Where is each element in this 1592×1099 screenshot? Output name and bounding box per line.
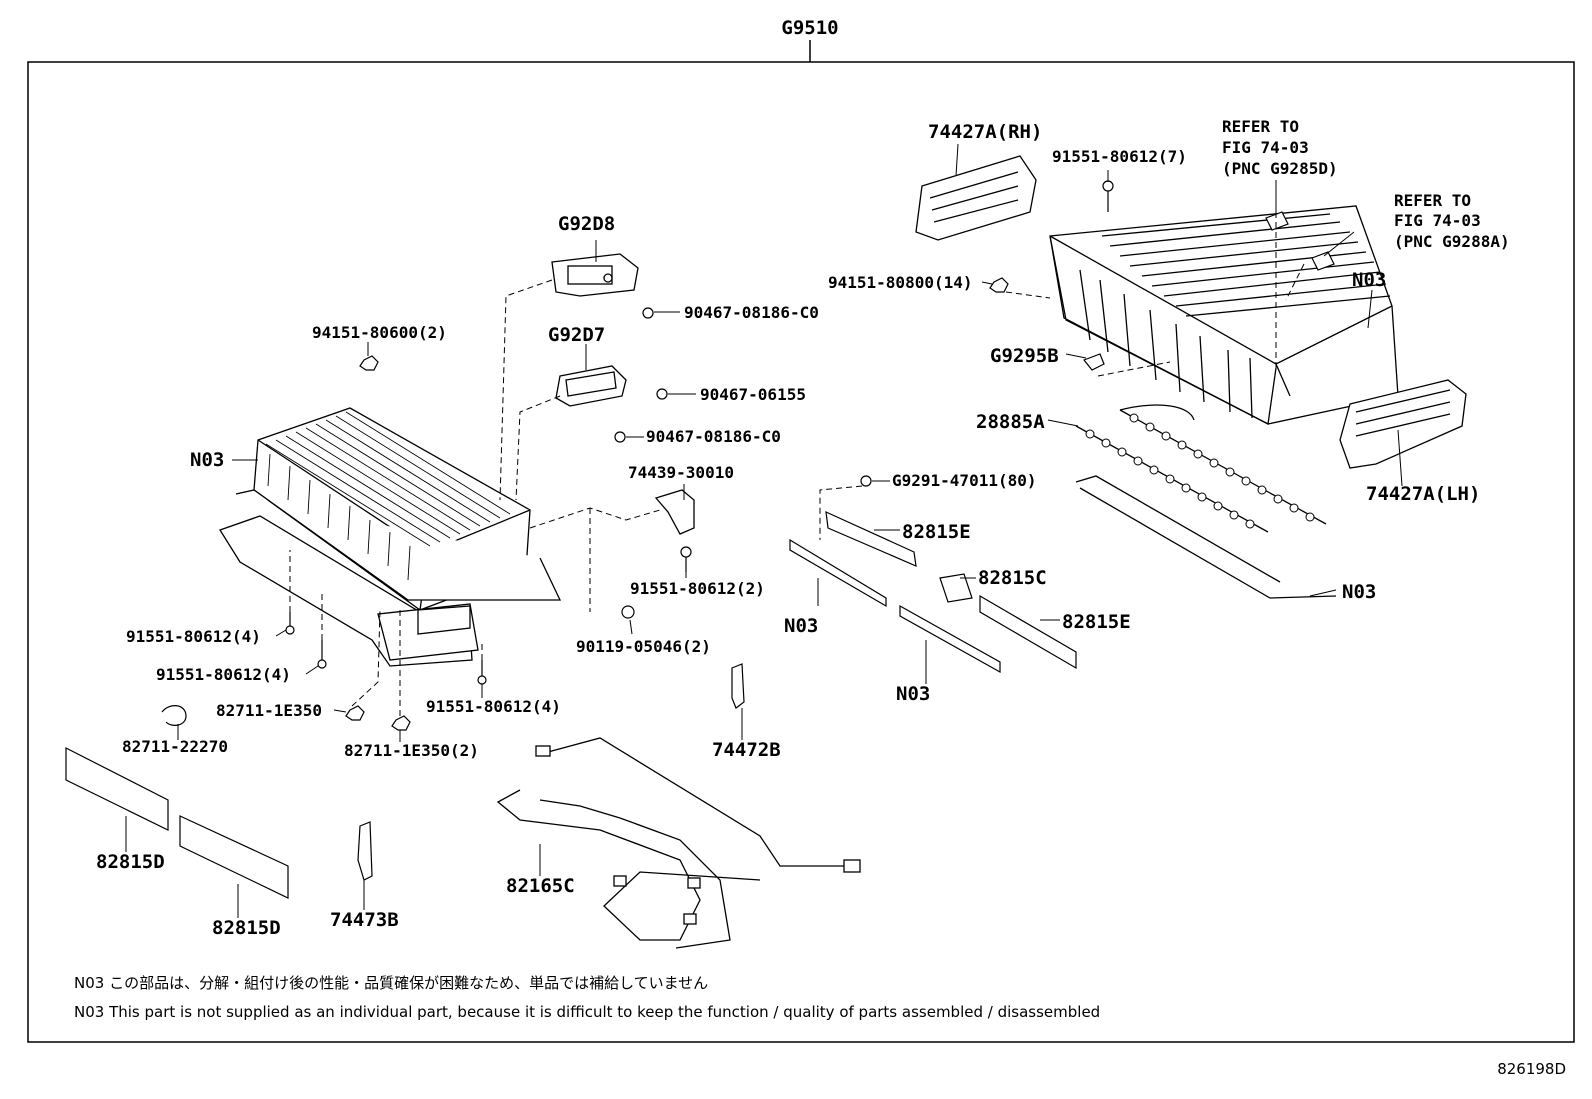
label-90467-06155: 90467-06155 [700,385,806,404]
diagram-frame [27,61,1575,1043]
diagram-title: G9510 [781,17,838,39]
label-82815e-b: 82815E [1062,611,1131,633]
label-82815c: 82815C [978,567,1047,589]
footnote-english: N03 This part is not supplied as an indi… [74,1003,1100,1021]
covers-82815d-drawing [65,747,289,899]
label-82815d-b: 82815D [212,917,281,939]
label-94151-80600-2: 94151-80600(2) [312,323,447,342]
label-74427a-lh: 74427A(LH) [1366,483,1480,505]
label-refer-1-fig: FIG 74-03 [1222,138,1309,157]
label-n03-block: N03 [190,449,224,471]
label-g92d8: G92D8 [558,213,615,235]
label-74439-30010: 74439-30010 [628,463,734,482]
bracket-74439-drawing [654,489,695,535]
label-g9291-47011-80: G9291-47011(80) [892,471,1037,490]
label-82711-1e350: 82711-1E350 [216,701,322,720]
dashed-leaders [289,206,1305,716]
label-91551-80612-7: 91551-80612(7) [1052,147,1187,166]
illustration-code: 826198D [1497,1060,1566,1078]
label-90119-05046-2: 90119-05046(2) [576,637,711,656]
label-82815d-a: 82815D [96,851,165,873]
label-91551-80612-4-c: 91551-80612(4) [426,697,561,716]
battery-cells [265,411,511,581]
bus-bars-drawing [789,511,1077,674]
bracket-g92d7-drawing [555,365,627,407]
label-refer-1: REFER TO [1222,117,1299,136]
label-n03-bus-b: N03 [896,683,930,705]
label-90467-08186-c0-a: 90467-08186-C0 [684,303,819,322]
label-n03-bus-a: N03 [784,615,818,637]
label-74473b: 74473B [330,909,399,931]
label-91551-80612-2: 91551-80612(2) [630,579,765,598]
label-82711-1e350-2: 82711-1E350(2) [344,741,479,760]
label-refer-1-pnc: (PNC G9285D) [1222,159,1338,178]
rods-drawing [1075,404,1337,599]
label-74472b: 74472B [712,739,781,761]
label-94151-80800-14: 94151-80800(14) [828,273,973,292]
wire-harness-drawing [496,737,861,949]
label-g9295b: G9295B [990,345,1059,367]
label-91551-80612-4-a: 91551-80612(4) [126,627,261,646]
label-n03-rod: N03 [1342,581,1376,603]
label-refer-2: REFER TO [1394,191,1471,210]
label-g92d7: G92D7 [548,324,605,346]
footnote-japanese: N03 この部品は、分解・組付け後の性能・品質確保が困難なため、単品では補給して… [74,974,708,992]
label-82815e-a: 82815E [902,521,971,543]
label-refer-2-fig: FIG 74-03 [1394,211,1481,230]
label-28885a: 28885A [976,411,1045,433]
label-leaders [125,143,1403,918]
label-90467-08186-c0-b: 90467-08186-C0 [646,427,781,446]
label-82711-22270: 82711-22270 [122,737,228,756]
side-cover-rh-drawing [915,155,1037,241]
reference-marks [1265,211,1335,271]
small-brackets-drawing [357,663,745,881]
label-91551-80612-4-b: 91551-80612(4) [156,665,291,684]
label-refer-2-pnc: (PNC G9288A) [1394,232,1510,251]
label-n03-tray: N03 [1352,269,1386,291]
label-82165c: 82165C [506,875,575,897]
bracket-g92d8-drawing [551,253,639,297]
small-fasteners [161,307,872,731]
label-74427a-rh: 74427A(RH) [928,121,1042,143]
rod-beads [1085,413,1315,529]
side-cover-lh-drawing [1339,379,1467,469]
